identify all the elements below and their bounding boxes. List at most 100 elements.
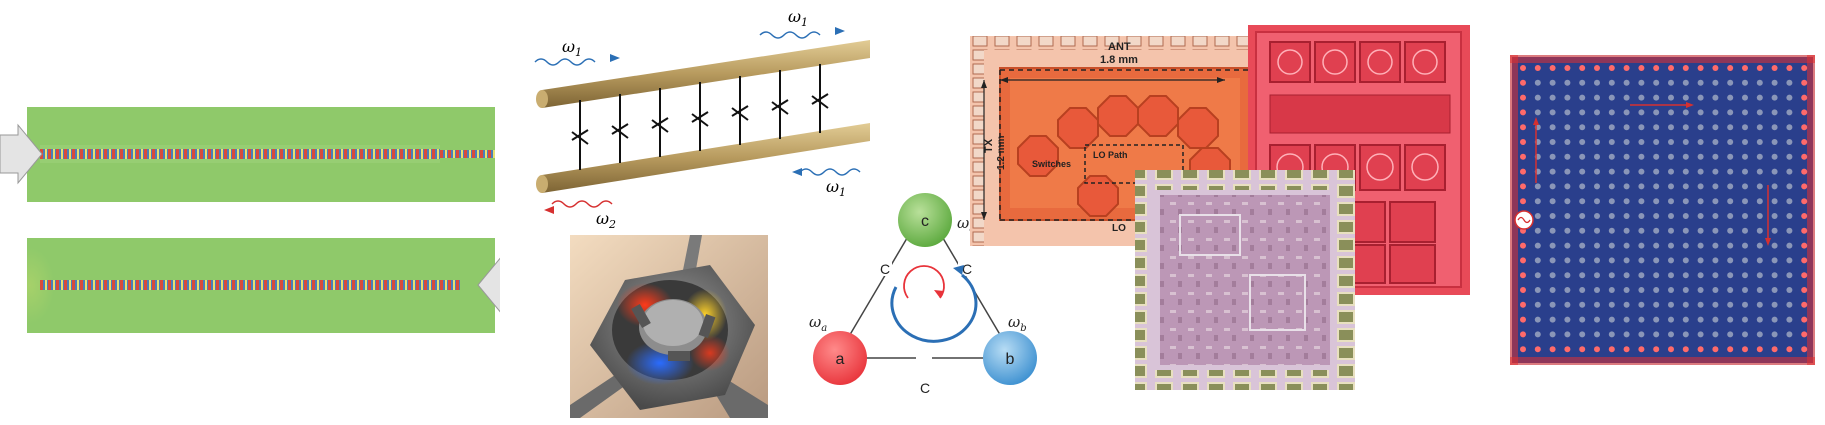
lattice-site-dot: [1756, 79, 1763, 86]
lattice-site-dot: [1727, 257, 1734, 264]
edge-site-dot: [1608, 65, 1615, 71]
lattice-site-dot: [1549, 301, 1556, 308]
lower-rod: [542, 123, 870, 193]
lattice-site-dot: [1608, 79, 1615, 86]
lattice-site-dot: [1742, 257, 1748, 264]
edge-site-dot: [1520, 79, 1526, 86]
lattice-site-dot: [1564, 139, 1571, 145]
lattice-site-dot: [1756, 301, 1763, 308]
lattice-site-dot: [1742, 287, 1748, 293]
lattice-site-dot: [1786, 316, 1793, 323]
lattice-site-dot: [1579, 301, 1586, 308]
lattice-site-dot: [1638, 331, 1645, 338]
lattice-site-dot: [1608, 316, 1615, 323]
lattice-site-dot: [1697, 124, 1704, 131]
edge-site-dot: [1801, 198, 1808, 205]
lattice-site-dots: [1534, 79, 1793, 338]
edge-site-dot: [1786, 65, 1793, 71]
lattice-site-dot: [1594, 153, 1600, 160]
edge-site-dot: [1520, 168, 1526, 175]
lattice-site-dot: [1727, 331, 1734, 338]
lattice-site-dot: [1697, 301, 1704, 308]
wave-back: [799, 168, 861, 176]
lattice-site-dot: [1653, 242, 1660, 249]
lattice-site-dot: [1697, 153, 1704, 160]
omega-out-label: ω1: [788, 7, 808, 29]
lattice-site-dot: [1564, 153, 1571, 160]
lattice-site-dot: [1564, 227, 1571, 234]
edge-site-dot: [1801, 346, 1808, 353]
lattice-site-dot: [1534, 109, 1541, 116]
transmission-line-svg: ω1 ω1 ω1 ω2: [534, 7, 870, 231]
lattice-site-dot: [1534, 272, 1541, 279]
lattice-site-dot: [1712, 213, 1719, 219]
lattice-site-dot: [1579, 242, 1586, 249]
lattice-site-dot: [1668, 198, 1674, 205]
lattice-site-dot: [1564, 213, 1571, 219]
lattice-site-dot: [1608, 301, 1615, 308]
lattice-site-dot: [1712, 79, 1719, 86]
edge-site-dot: [1742, 65, 1748, 71]
lattice-site-dot: [1653, 272, 1660, 279]
lattice-site-dot: [1727, 213, 1734, 219]
lattice-site-dot: [1756, 257, 1763, 264]
lattice-site-dot: [1549, 227, 1556, 234]
wave-in-top: [534, 58, 596, 66]
lattice-site-dot: [1579, 94, 1586, 101]
lattice-site-dot: [1608, 242, 1615, 249]
lattice-site-dot: [1682, 94, 1689, 101]
lattice-site-dot: [1564, 198, 1571, 205]
lattice-site-dot: [1682, 257, 1689, 264]
lattice-site-dot: [1623, 124, 1630, 131]
lattice-site-dot: [1668, 79, 1674, 86]
lattice-site-dot: [1564, 79, 1571, 86]
edge-site-dot: [1520, 153, 1526, 160]
lattice-site-dot: [1682, 153, 1689, 160]
lattice-site-dot: [1742, 213, 1748, 219]
ant-label: ANT: [1108, 41, 1131, 53]
varactor-rungs: [571, 64, 829, 170]
edge-site-dot: [1668, 65, 1674, 71]
lattice-site-dot: [1771, 316, 1778, 323]
lattice-site-dot: [1623, 198, 1630, 205]
lattice-site-dot: [1682, 287, 1689, 293]
lattice-site-dot: [1668, 109, 1674, 116]
lattice-site-dot: [1786, 242, 1793, 249]
lattice-site-dot: [1668, 153, 1674, 160]
lattice-site-dot: [1742, 316, 1748, 323]
lattice-site-dot: [1623, 139, 1630, 145]
lattice-site-dot: [1594, 139, 1600, 145]
lattice-site-dot: [1682, 109, 1689, 116]
lattice-site-dot: [1682, 198, 1689, 205]
lattice-site-dot: [1697, 109, 1704, 116]
lattice-site-dot: [1668, 183, 1674, 190]
edge-site-dot: [1801, 227, 1808, 234]
edge-site-dot: [1801, 109, 1808, 116]
lattice-site-dot: [1712, 168, 1719, 175]
lattice-site-dot: [1786, 183, 1793, 190]
chip-micrograph-collage: ANT 1.8 mm TX 1.2 mm LO Path Switches LO: [970, 20, 1475, 390]
edge-site-dot: [1786, 346, 1793, 353]
lattice-site-dot: [1549, 198, 1556, 205]
lattice-site-dot: [1623, 94, 1630, 101]
edge-site-dot: [1756, 65, 1763, 71]
lattice-site-dot: [1549, 109, 1556, 116]
edge-site-dot: [1801, 213, 1808, 219]
lattice-site-dot: [1594, 316, 1600, 323]
lattice-site-dot: [1608, 109, 1615, 116]
lattice-site-dot: [1534, 79, 1541, 86]
node-a-label: a: [836, 351, 845, 368]
waveguide-svg: [0, 107, 521, 333]
edge-site-dot: [1520, 94, 1526, 101]
lattice-site-dot: [1653, 153, 1660, 160]
edge-site-dot: [1801, 242, 1808, 249]
lattice-site-dot: [1594, 198, 1600, 205]
lattice-site-dot: [1608, 213, 1615, 219]
edge-site-dot: [1697, 346, 1704, 353]
lattice-site-dot: [1564, 301, 1571, 308]
lattice-site-dot: [1742, 109, 1748, 116]
lattice-site-dot: [1786, 227, 1793, 234]
lattice-site-dot: [1742, 331, 1748, 338]
lattice-site-dot: [1742, 139, 1748, 145]
lattice-site-dot: [1608, 331, 1615, 338]
